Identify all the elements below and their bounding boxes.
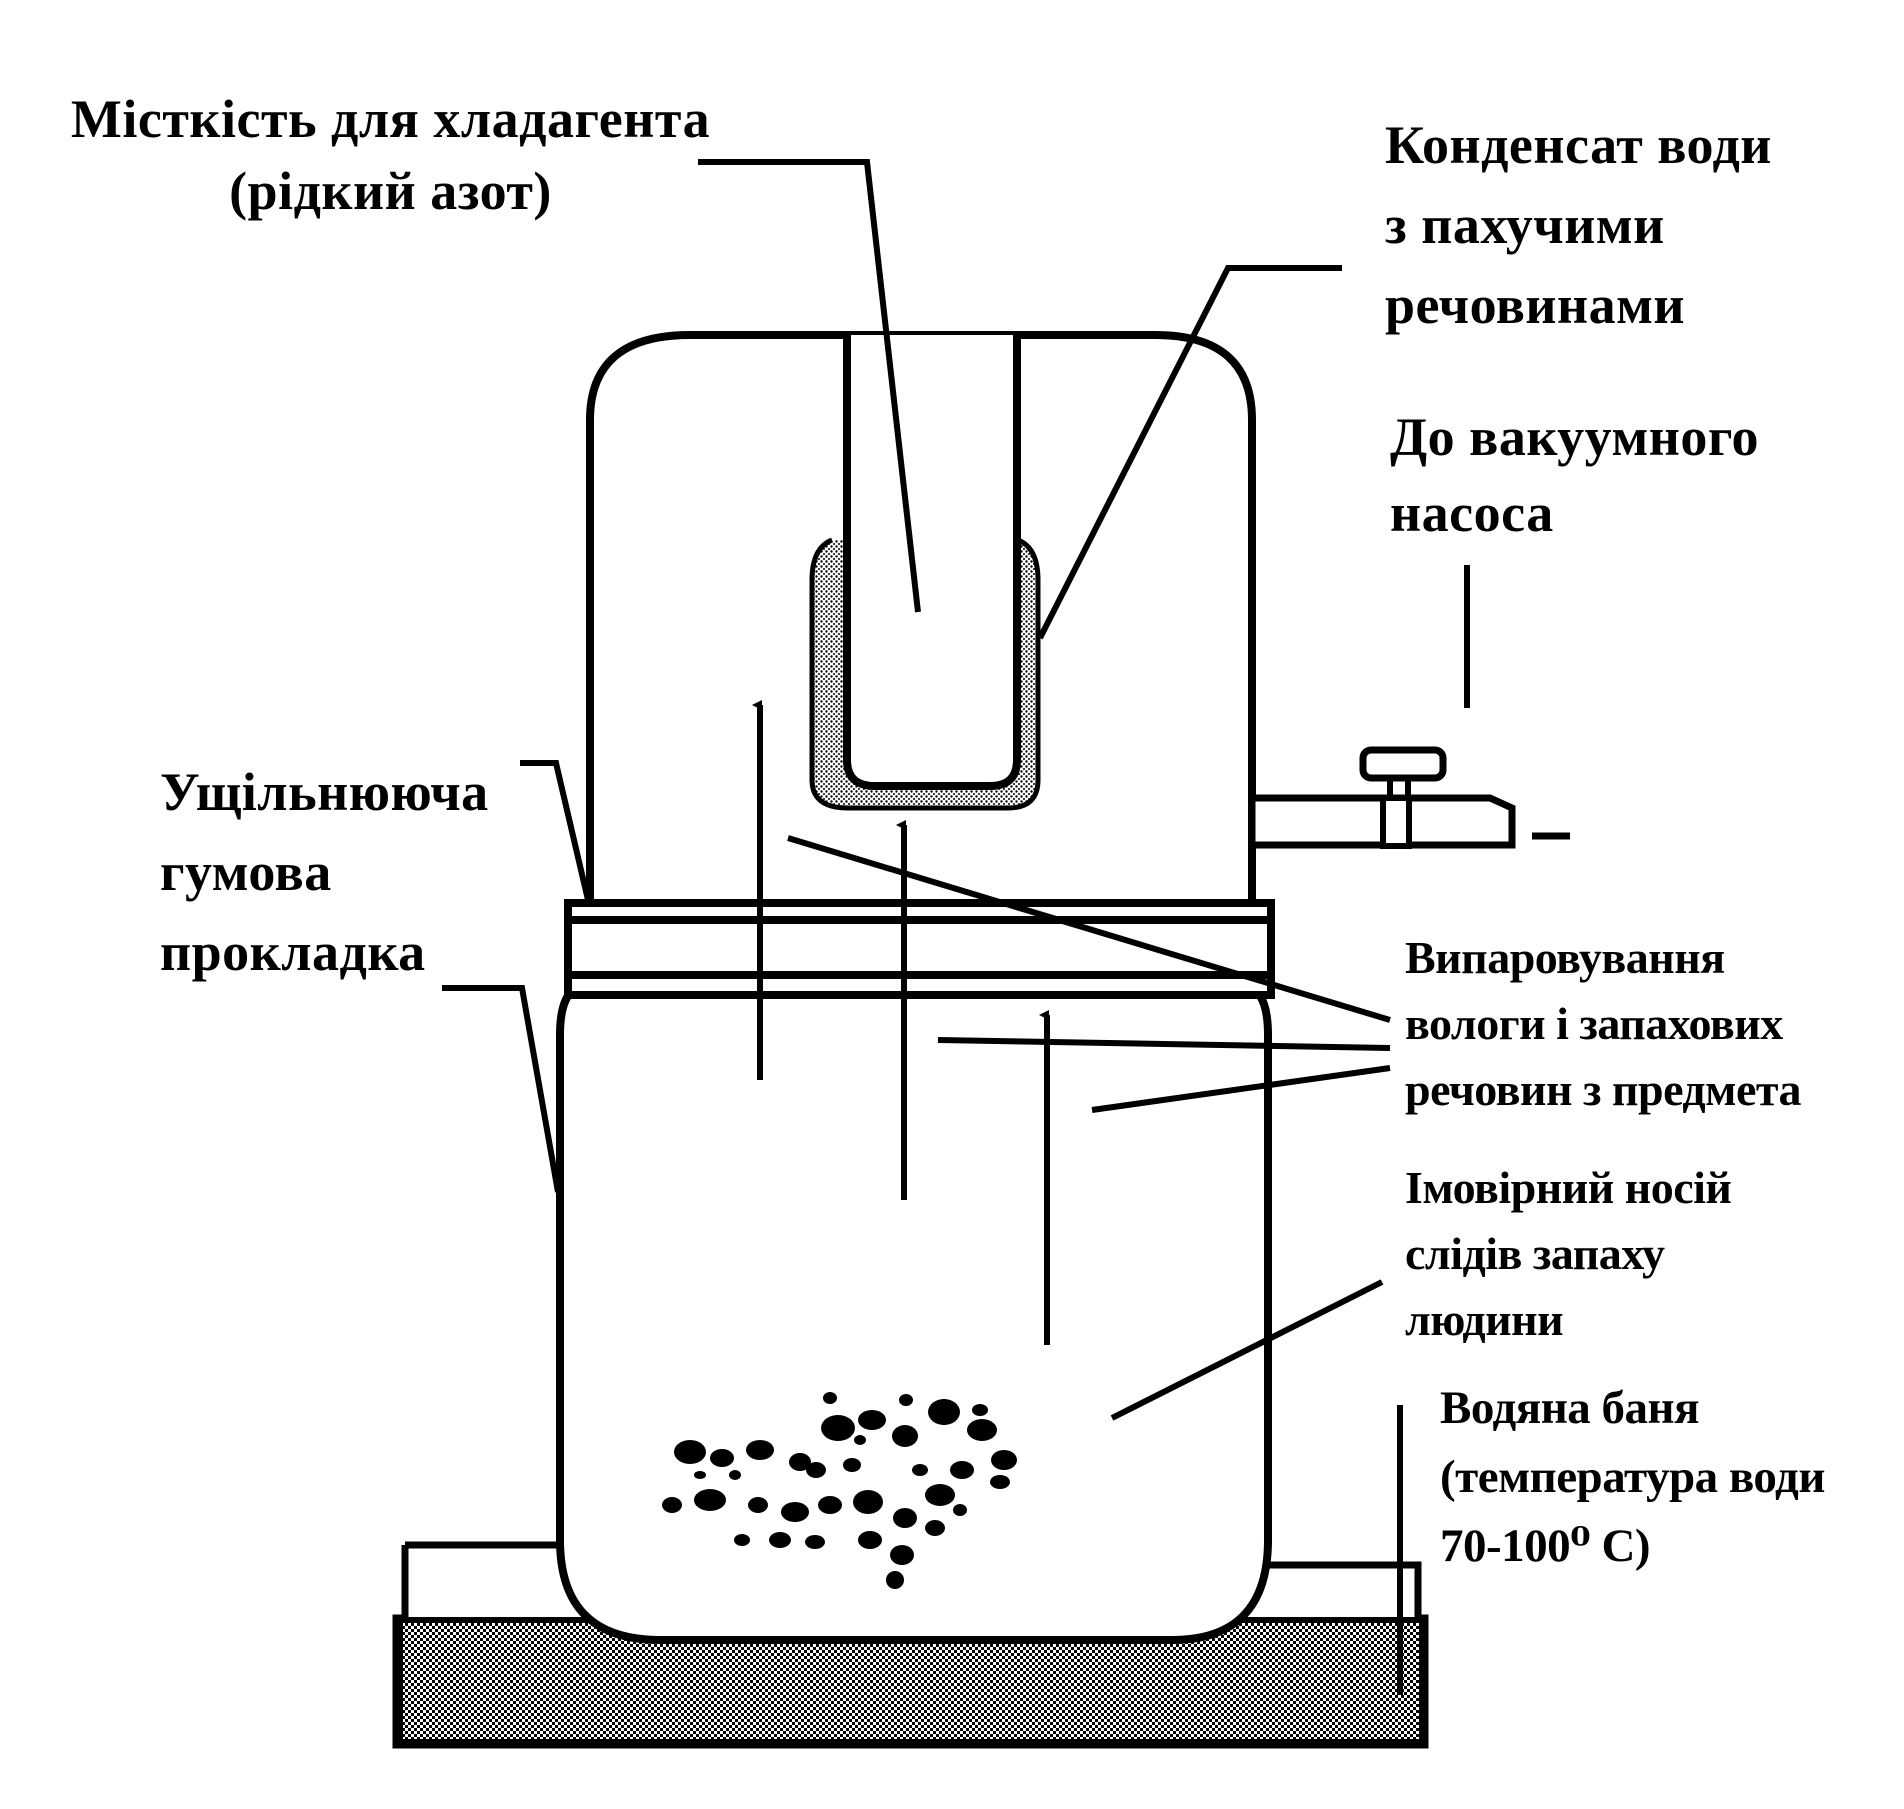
vapor-arrows (752, 700, 1050, 1345)
label-line: людини (1405, 1294, 1564, 1345)
label-line: з пахучими (1385, 195, 1665, 255)
rubber-gasket (564, 899, 1275, 999)
label-line: (температура води (1440, 1451, 1825, 1503)
sample-particles (662, 1392, 1017, 1589)
label-line: речовинами (1385, 275, 1686, 335)
condensate-label: Конденсат води з пахучими речовинами (1385, 118, 1772, 332)
evaporation-leader-2 (937, 1037, 1391, 1051)
odor-carrier-label: Імовірний носій слідів запаху людини (1405, 1162, 1732, 1345)
label-line: слідів запаху (1405, 1228, 1665, 1279)
label-line: вологи і запахових (1405, 998, 1783, 1049)
label-line: Місткість для хладагента (70, 89, 711, 149)
label-line: Імовірний носій (1405, 1162, 1732, 1213)
label-line: Випаровування (1405, 932, 1725, 983)
refrigerant-container (809, 335, 1041, 811)
label-line: 70-100⁰ С) (1440, 1520, 1651, 1572)
refrigerant-container-label: Місткість для хладагента (рідкий азот) (48, 92, 733, 218)
label-line: (рідкий азот) (229, 161, 552, 221)
evaporation-leader-3 (1091, 1065, 1391, 1113)
label-line: прокладка (160, 922, 426, 982)
water-bath-label: Водяна баня (температура води 70-100⁰ С) (1440, 1385, 1825, 1570)
gasket-leader-upper (520, 760, 591, 901)
condensate-leader (1037, 265, 1342, 640)
evaporation-label: Випаровування вологи і запахових речовин… (1405, 932, 1802, 1115)
label-line: речовин з предмета (1405, 1064, 1802, 1115)
gasket-leader-lower (442, 985, 561, 1193)
refrigerant-leader (698, 159, 921, 613)
lower-jar (556, 981, 1272, 1644)
vacuum-valve (1248, 565, 1570, 849)
label-line: гумова (160, 842, 332, 902)
label-line: До вакуумного (1390, 407, 1760, 467)
rubber-gasket-label: Ущільнююча гумова прокладка (160, 765, 489, 979)
vacuum-pump-label: До вакуумного насоса (1390, 410, 1759, 540)
label-line: Водяна баня (1440, 1382, 1700, 1434)
label-line: Конденсат води (1385, 115, 1772, 175)
leader-lines (442, 159, 1403, 1695)
label-line: Ущільнююча (160, 762, 489, 822)
carrier-leader (1110, 1279, 1384, 1421)
label-line: насоса (1390, 483, 1554, 543)
evaporation-leader-1 (787, 835, 1391, 1023)
